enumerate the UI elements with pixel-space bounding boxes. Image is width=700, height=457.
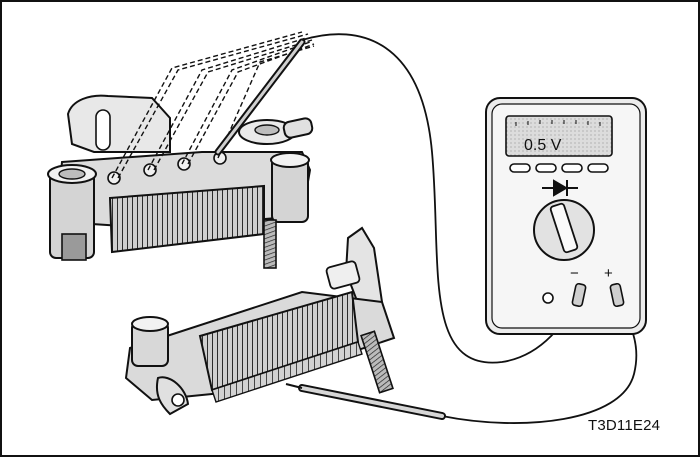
function-button-3[interactable] [561,163,583,173]
multimeter-buttons [509,163,609,173]
upper-slot [95,109,111,151]
multimeter-display [505,115,613,157]
upper-heatsink [108,184,265,254]
upper-terminal-cap [238,117,314,145]
lower-bolt [360,330,394,394]
lower-left-capacitor [131,316,190,416]
display-scale-ticks [515,120,601,126]
dashed-probe-positions [111,31,315,179]
lower-rectifier-assembly [124,226,446,420]
negative-terminal-label: − [570,265,579,282]
positive-probe-plug[interactable] [609,282,625,308]
common-jack[interactable] [542,292,554,304]
upper-right-capacitor [270,152,310,223]
upper-rectifier-assembly [47,31,315,269]
display-reading: 0.5 V [524,137,562,154]
positive-terminal-label: + [604,265,613,282]
rotary-selector-dial[interactable] [533,199,595,261]
function-button-4[interactable] [587,163,609,173]
lower-active-probe [285,383,446,420]
upper-bolt [263,219,277,269]
multimeter: 0.5 V − + [485,97,647,335]
diode-test-icon [542,179,578,197]
function-button-2[interactable] [535,163,557,173]
figure-reference-code: T3D11E24 [588,417,661,434]
negative-lead-wire [301,33,581,364]
lower-connector [325,260,361,290]
upper-back-plate [66,94,171,153]
upper-left-capacitor [47,164,97,261]
negative-probe-plug[interactable] [571,282,587,308]
function-button-1[interactable] [509,163,531,173]
